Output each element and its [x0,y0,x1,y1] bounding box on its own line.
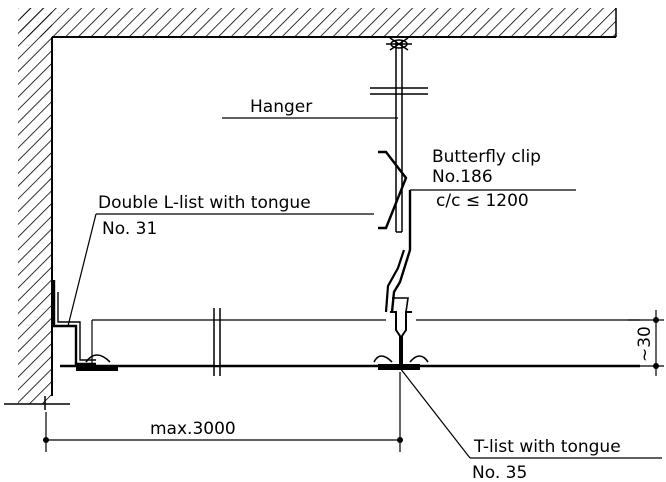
double-l-list [52,280,118,371]
leader-lines [67,117,662,459]
ceiling-slab [20,8,617,38]
t-list-label: T-list with tongue [473,437,621,457]
t-list-number: No. 35 [472,463,527,482]
butterfly-clip-spacing: c/c ≤ 1200 [436,191,529,211]
wall [4,8,70,410]
double-l-list-number: No. 31 [102,219,157,239]
ceiling-panels [60,308,640,376]
butterfly-clip-number: No.186 [432,167,493,187]
hanger-label: Hanger [250,97,312,117]
butterfly-clip-label: Butterfly clip [432,147,541,167]
t-list [373,297,429,370]
height-dimension [628,310,664,376]
hanger-rod [370,37,428,233]
span-dimension [43,372,403,452]
butterfly-clip [378,150,412,313]
double-l-list-label: Double L-list with tongue [98,193,311,213]
span-dimension-text: max.3000 [150,419,236,439]
height-dimension-text: ~30 [635,326,655,362]
